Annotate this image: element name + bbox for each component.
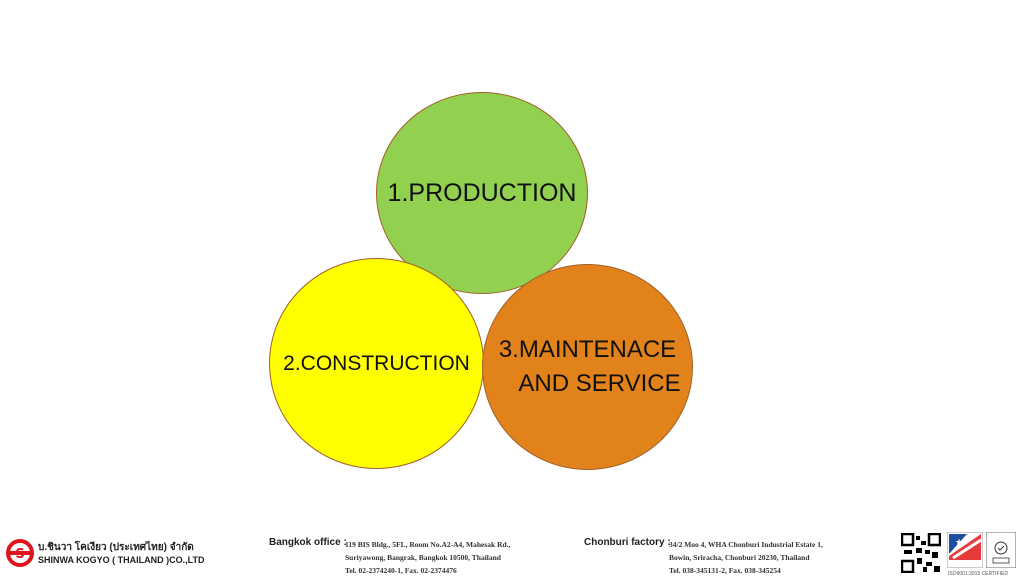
qr-code-icon <box>901 533 941 573</box>
bangkok-tel: Tel. 02-2374240-1, Fax. 02-2374476 <box>345 566 457 575</box>
chonburi-tel: Tel. 038-345131-2, Fax. 038-345254 <box>669 566 781 575</box>
iso-certified-text: ISO9001:2015 CERTIFIED <box>948 571 1008 577</box>
circle-construction: 2.CONSTRUCTION <box>269 258 484 469</box>
circle-production: 1.PRODUCTION <box>376 92 588 294</box>
svg-text:S: S <box>15 547 24 562</box>
maintenance-label-line1: 3.MAINTENACE <box>498 336 677 363</box>
circle-maintenance: 3.MAINTENACE AND SERVICE <box>482 264 693 470</box>
chonburi-address-2: Bowin, Sriracha, Chonburi 20230, Thailan… <box>669 553 810 562</box>
company-name-thai: บ.ชินวา โคเงียว (ประเทศไทย) จำกัด <box>38 542 194 553</box>
maintenance-label-line2: AND SERVICE <box>518 370 681 397</box>
bangkok-address-1: 119 BIS Bldg., 5FL, Room No.A2-A4, Mahes… <box>345 540 511 549</box>
certification-flag-icon: ★ <box>947 532 983 568</box>
svg-text:★: ★ <box>955 537 963 547</box>
bangkok-address-2: Suriyawong, Bangrak, Bangkok 10500, Thai… <box>345 553 501 562</box>
chonburi-label: Chonburi factory : <box>584 537 671 548</box>
production-label: 1.PRODUCTION <box>387 179 577 207</box>
company-name-en: SHINWA KOGYO ( THAILAND )CO.,LTD <box>38 555 205 565</box>
bangkok-label: Bangkok office : <box>269 537 347 548</box>
ukas-badge-icon <box>986 532 1016 568</box>
chonburi-address-1: 34/2 Moo 4, WHA Chonburi Industrial Esta… <box>669 540 823 549</box>
construction-label: 2.CONSTRUCTION <box>283 351 470 375</box>
company-logo-icon: S <box>6 539 34 567</box>
